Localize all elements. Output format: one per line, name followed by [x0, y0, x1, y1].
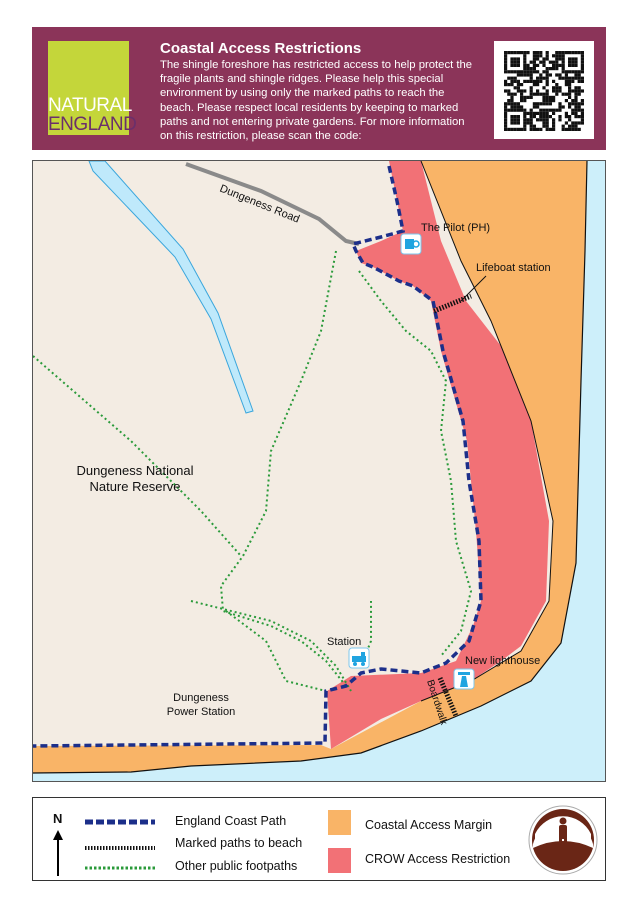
crow-swatch — [328, 848, 351, 873]
map[interactable]: Dungeness Road The Pilot (PH) Lifeboat s… — [32, 160, 606, 782]
logo-text-natural: NATURAL — [48, 95, 132, 116]
marked-path-boardwalk — [437, 677, 459, 717]
label-nature-reserve-1: Dungeness National — [76, 463, 193, 478]
other-public-footpaths — [33, 250, 473, 692]
logo-text-england: ENGLAND — [48, 114, 137, 135]
footpath — [225, 610, 327, 692]
label-station: Station — [327, 636, 361, 648]
label-new-lighthouse: New lighthouse — [465, 655, 540, 667]
label-lifeboat-station: Lifeboat station — [476, 262, 551, 274]
lighthouse-icon[interactable] — [453, 668, 475, 690]
header-banner: NATURAL ENGLAND Coastal Access Restricti… — [32, 27, 606, 150]
train-icon[interactable] — [348, 647, 370, 669]
legend-crow-restriction: CROW Access Restriction — [365, 852, 511, 866]
qr-code-icon[interactable] — [494, 41, 594, 139]
cup-icon[interactable] — [400, 233, 422, 255]
legend-england-coast-path: England Coast Path — [175, 814, 287, 828]
label-power-station-1: Dungeness — [173, 692, 229, 704]
legend-coastal-access-margin: Coastal Access Margin — [365, 818, 493, 832]
crow-access-restriction-area — [327, 161, 549, 749]
label-the-pilot: The Pilot (PH) — [421, 222, 490, 234]
north-label: N — [53, 811, 63, 826]
coastal-access-margin-area — [33, 161, 587, 773]
marked-path-lifeboat — [433, 293, 472, 314]
walker-icon — [528, 805, 598, 875]
england-coast-path — [33, 165, 483, 748]
lifeboat-pointer — [460, 275, 487, 302]
sea-area — [33, 161, 605, 781]
footpath — [360, 601, 372, 667]
coast-path-swatch — [85, 819, 155, 825]
canal — [88, 161, 254, 414]
boundary-line — [420, 161, 554, 702]
coastline — [33, 161, 588, 774]
legend-marked-paths: Marked paths to beach — [175, 836, 303, 850]
coastal-margin-swatch — [328, 810, 351, 835]
footpath-swatch — [85, 866, 155, 870]
restriction-description: The shingle foreshore has restricted acc… — [160, 59, 473, 143]
dungeness-road — [185, 162, 360, 246]
legend: N England Coast Path Marked paths to bea… — [32, 797, 606, 881]
label-nature-reserve-2: Nature Reserve — [89, 479, 180, 494]
footpath — [219, 250, 347, 687]
marked-path-swatch — [85, 846, 155, 850]
natural-england-logo: NATURAL ENGLAND — [48, 41, 137, 135]
page-title: Coastal Access Restrictions — [160, 40, 362, 57]
legend-other-footpaths: Other public footpaths — [175, 859, 298, 873]
north-arrow-icon — [53, 830, 63, 876]
label-power-station-2: Power Station — [167, 706, 235, 718]
